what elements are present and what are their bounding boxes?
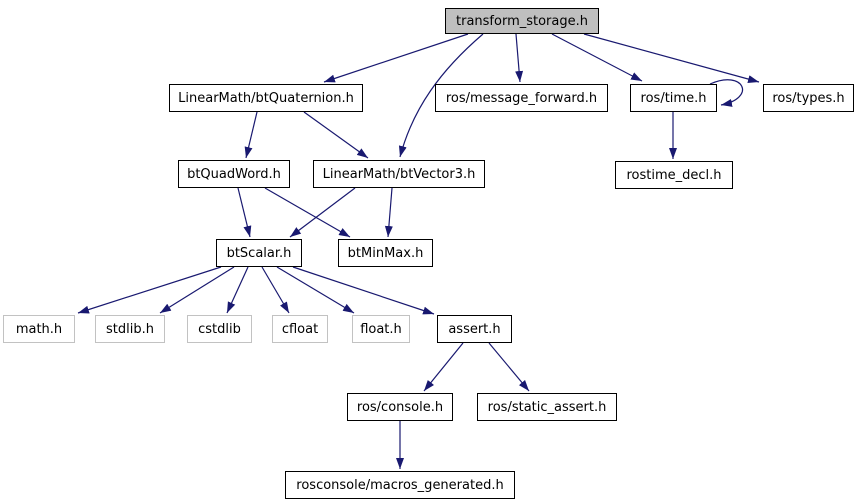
edge-transform_storage-btQuaternion xyxy=(323,33,469,83)
node-assert[interactable]: assert.h xyxy=(437,315,512,343)
edge-btQuadWord-btMinMax xyxy=(264,187,351,238)
edge-btScalar-cfloat xyxy=(261,266,290,314)
node-btQuaternion[interactable]: LinearMath/btQuaternion.h xyxy=(169,84,363,112)
node-transform_storage: transform_storage.h xyxy=(445,8,599,34)
edge-btVector3-btMinMax xyxy=(384,187,393,238)
edge-transform_storage-message_forward xyxy=(515,33,524,83)
node-cstdlib: cstdlib xyxy=(187,315,252,343)
edge-btScalar-assert xyxy=(292,266,435,315)
edge-assert-console xyxy=(423,342,464,392)
edge-btScalar-stdlib xyxy=(159,266,235,314)
edge-btQuaternion-btVector3 xyxy=(303,111,369,159)
node-time[interactable]: ros/time.h xyxy=(630,84,717,112)
edge-btScalar-float xyxy=(276,266,355,314)
node-btMinMax[interactable]: btMinMax.h xyxy=(338,239,433,267)
node-message_forward[interactable]: ros/message_forward.h xyxy=(435,84,608,112)
node-static_assert[interactable]: ros/static_assert.h xyxy=(477,393,617,421)
edge-transform_storage-types xyxy=(583,33,760,83)
node-stdlib: stdlib.h xyxy=(95,315,165,343)
edge-btScalar-math xyxy=(77,266,222,314)
edge-assert-static_assert xyxy=(488,342,530,392)
node-cfloat: cfloat xyxy=(272,315,328,343)
edge-time-time-selfloop xyxy=(709,79,743,107)
edge-btQuaternion-btQuadWord xyxy=(244,111,258,159)
node-types[interactable]: ros/types.h xyxy=(763,84,854,112)
node-math: math.h xyxy=(3,315,75,343)
edge-btScalar-cstdlib xyxy=(226,266,249,314)
node-float: float.h xyxy=(352,315,410,343)
node-btScalar[interactable]: btScalar.h xyxy=(216,239,302,267)
node-btQuadWord[interactable]: btQuadWord.h xyxy=(178,160,290,188)
node-rostime_decl[interactable]: rostime_decl.h xyxy=(615,161,733,189)
edge-btVector3-btScalar xyxy=(289,187,356,238)
node-console[interactable]: ros/console.h xyxy=(347,393,453,421)
node-btVector3[interactable]: LinearMath/btVector3.h xyxy=(313,160,485,188)
edge-btQuadWord-btScalar xyxy=(237,187,252,238)
edge-transform_storage-time xyxy=(551,33,643,82)
node-macros_generated[interactable]: rosconsole/macros_generated.h xyxy=(285,471,515,499)
edge-transform_storage-btVector3 xyxy=(398,33,484,158)
